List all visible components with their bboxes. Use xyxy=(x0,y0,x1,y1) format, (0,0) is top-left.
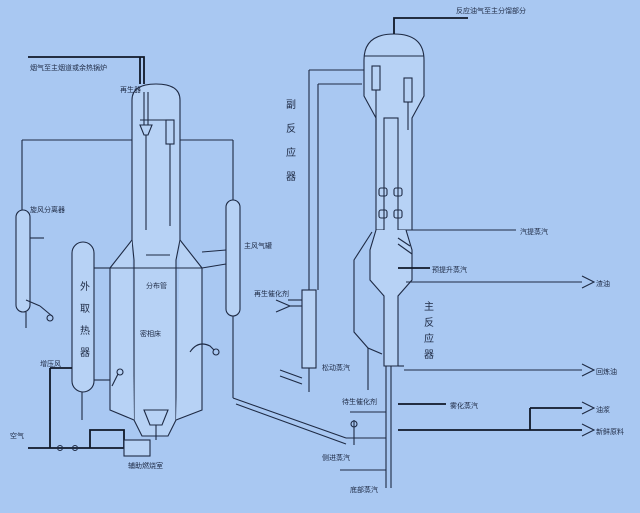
main-reactor-vessel xyxy=(353,33,425,488)
label-side-reactor-3: 应 xyxy=(286,146,296,159)
label-prelift-steam: 预提升蒸汽 xyxy=(432,265,467,274)
label-dense-bed: 密相床 xyxy=(140,329,161,338)
label-external-cooler-1: 外 xyxy=(80,281,90,293)
label-oil-gas-out: 反应油气至主分馏部分 xyxy=(456,6,526,15)
label-main-reactor-group: 主 反 应 器 xyxy=(424,301,434,361)
label-atomizing-steam: 雾化蒸汽 xyxy=(450,401,478,410)
label-side-reactor-2: 反 xyxy=(286,123,296,135)
label-slurry: 油浆 xyxy=(596,405,610,414)
label-bottom-steam: 底部蒸汽 xyxy=(350,485,378,494)
left-small-vessel xyxy=(15,139,132,328)
side-reactor-vessel xyxy=(279,69,368,392)
label-regen-catalyst: 再生催化剂 xyxy=(254,289,289,298)
label-spent-catalyst: 待生催化剂 xyxy=(342,397,377,406)
label-side-steam: 侧进蒸汽 xyxy=(322,453,350,462)
label-side-reactor-1: 副 xyxy=(286,99,296,111)
label-lift-steam: 汽提蒸汽 xyxy=(520,227,548,236)
label-distributor: 分布管 xyxy=(146,281,167,290)
external-cooler-vessel xyxy=(71,241,110,420)
label-pressure-air: 增压风 xyxy=(40,359,61,368)
regenerator-vessel xyxy=(109,83,203,440)
label-residue: 渣油 xyxy=(596,279,610,288)
label-fresh-feed: 新鲜原料 xyxy=(596,427,624,436)
main-air-tank-vessel xyxy=(180,139,347,445)
label-main-reactor-4: 器 xyxy=(424,349,434,361)
label-flue-gas-out: 烟气至主烟道或余热锅炉 xyxy=(30,63,107,72)
label-external-cooler-4: 器 xyxy=(80,347,90,359)
label-external-cooler-group: 外 取 热 器 xyxy=(80,281,90,359)
label-main-reactor-3: 应 xyxy=(424,332,434,345)
label-cyclone-tank: 旋风分离器 xyxy=(30,205,65,214)
label-side-reactor-4: 器 xyxy=(286,171,296,183)
label-main-air-tank: 主风气罐 xyxy=(244,241,272,250)
label-regenerator: 再生器 xyxy=(120,85,141,94)
right-feed-lines xyxy=(275,229,596,471)
label-main-reactor-1: 主 xyxy=(424,301,434,313)
label-main-reactor-2: 反 xyxy=(424,317,434,329)
label-air-distributor: 辅助燃烧室 xyxy=(128,461,163,470)
air-inlet-line xyxy=(28,343,220,457)
label-loosening-steam: 松动蒸汽 xyxy=(322,363,350,372)
label-external-cooler-3: 热 xyxy=(80,324,90,337)
label-external-cooler-2: 取 xyxy=(80,303,90,315)
label-air: 空气 xyxy=(10,431,24,440)
label-return-oil: 回炼油 xyxy=(596,367,617,376)
label-side-reactor-group: 副 反 应 器 xyxy=(286,99,296,183)
